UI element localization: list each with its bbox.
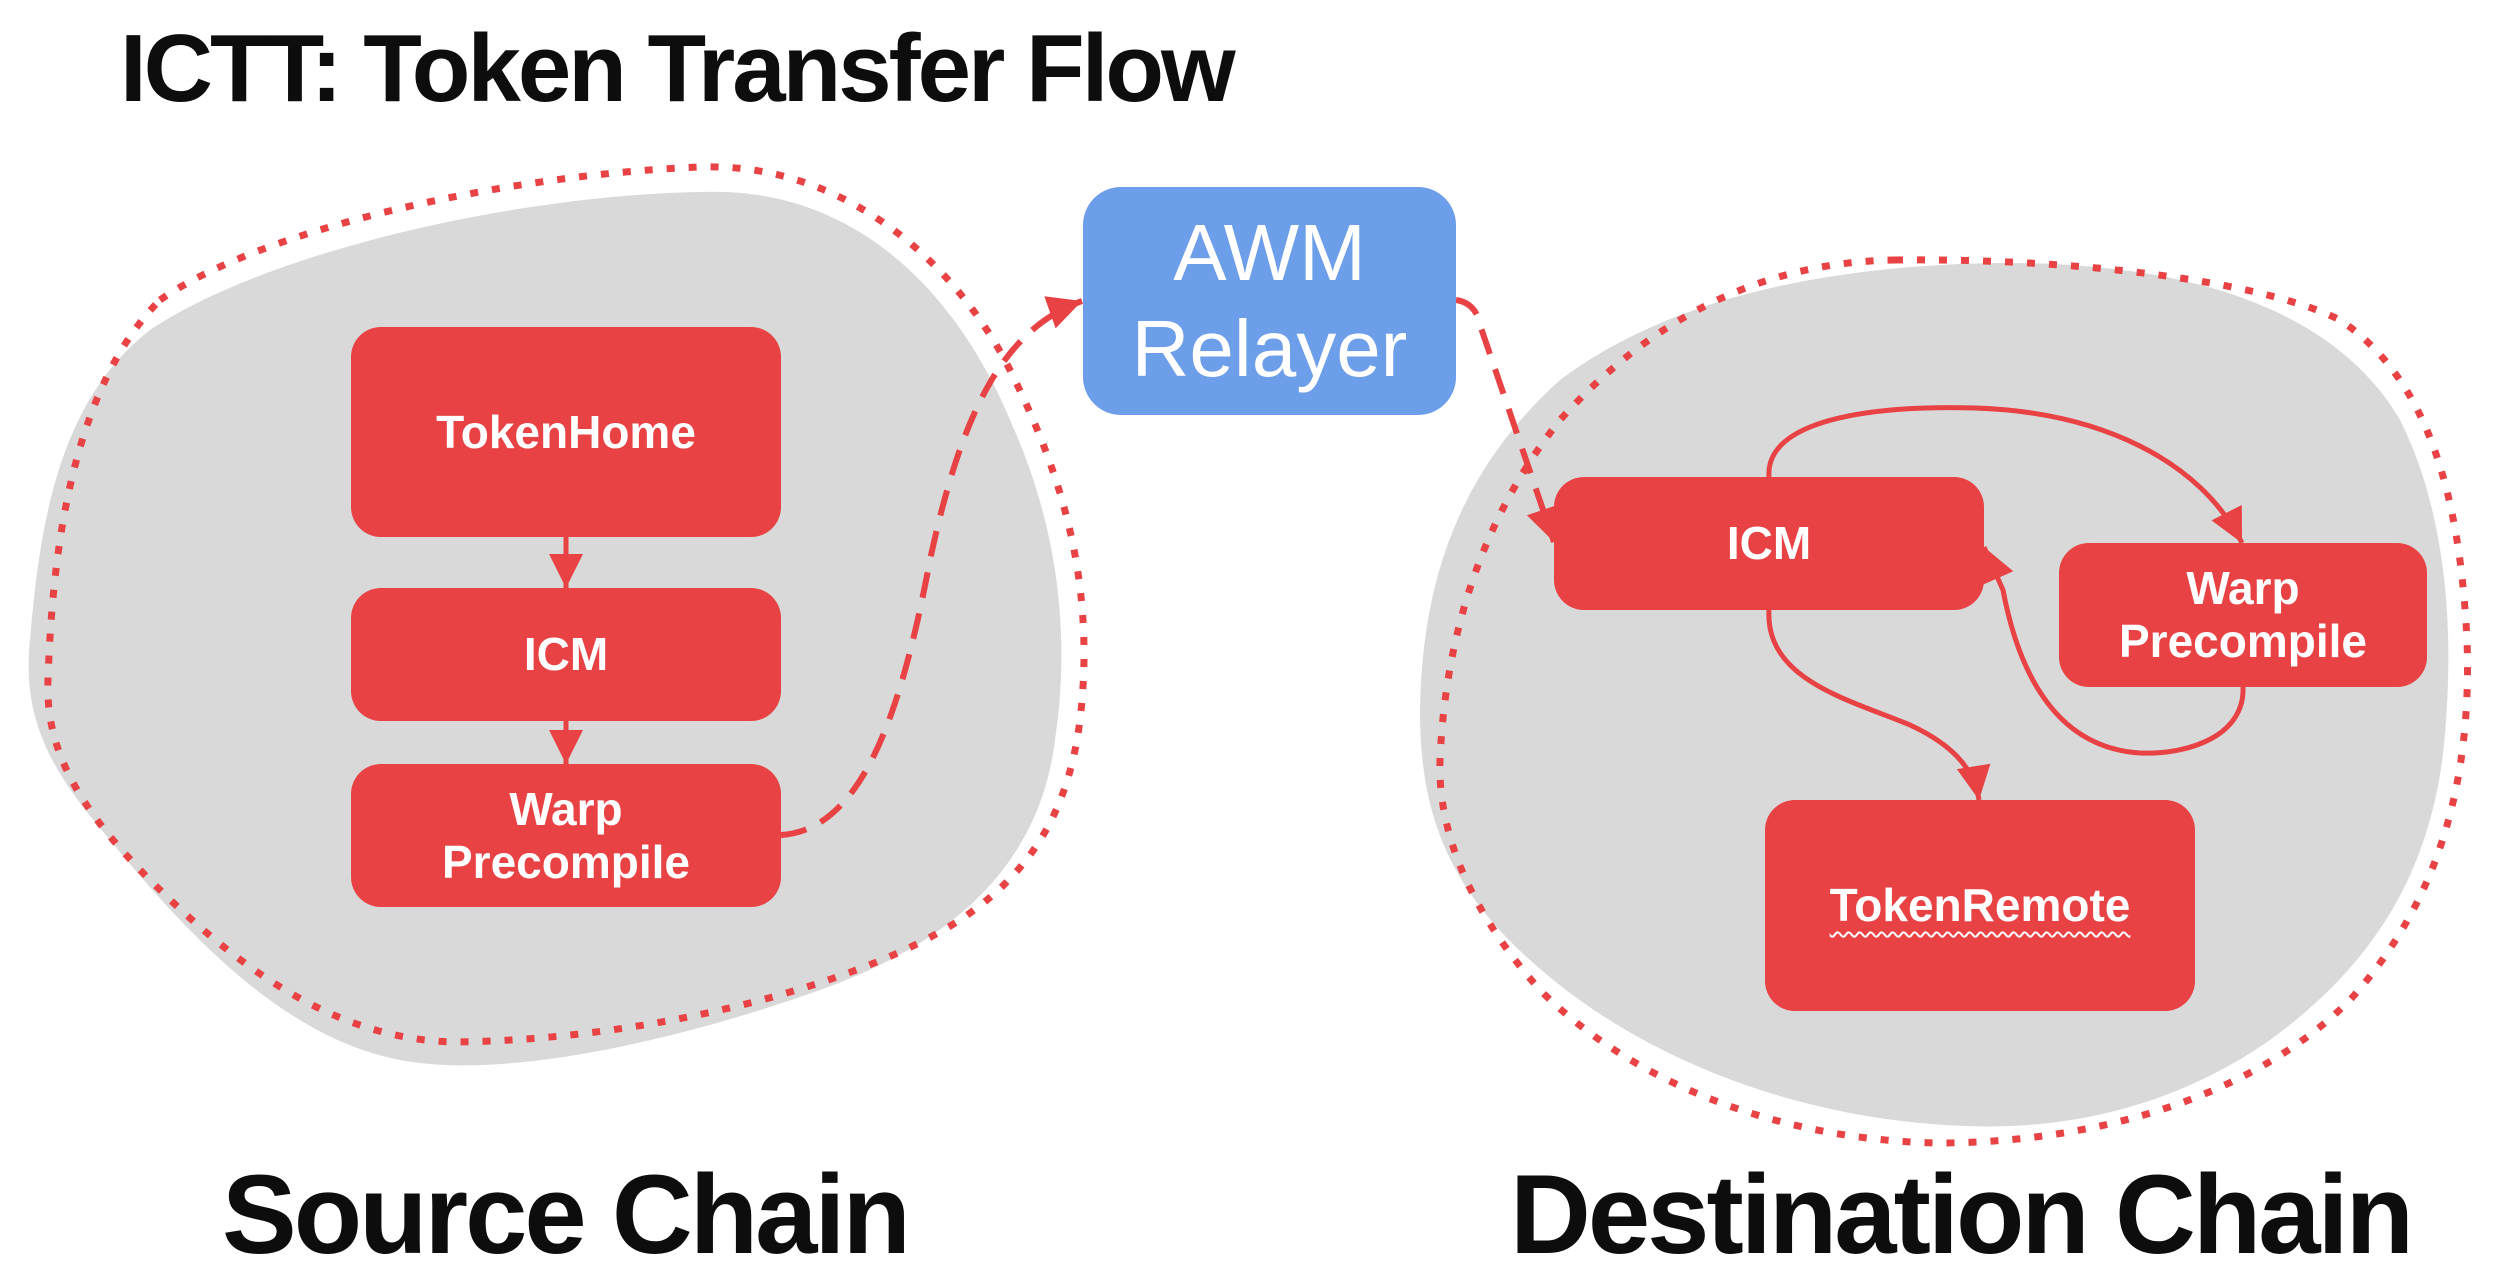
- destination-chain-outline: [1436, 256, 2471, 1147]
- source-warp-precompile-node: Warp Precompile: [351, 764, 781, 907]
- edge-destination-warp-to-icm: [1981, 545, 2246, 756]
- destination-tokenremote-node: TokenRemote: [1765, 800, 2195, 1011]
- relayer-label-line2: Relayer: [1131, 304, 1408, 393]
- source-chain-label: Source Chain: [222, 1152, 911, 1277]
- destination-tokenremote-label: TokenRemote: [1829, 879, 2131, 932]
- edge-relayer-to-destination-icm: [1455, 297, 1560, 543]
- edge-source-warp-to-relayer: [780, 296, 1084, 838]
- relayer-label-line1: AWM: [1173, 208, 1366, 297]
- source-icm-label: ICM: [523, 628, 609, 681]
- source-tokenhome-label: TokenHome: [436, 405, 696, 458]
- source-chain-outline: [44, 163, 1088, 1046]
- diagram-title: ICTT: Token Transfer Flow: [120, 15, 1236, 122]
- destination-warp-precompile-node: Warp Precompile: [2059, 543, 2427, 687]
- edge-destination-icm-to-tokenremote: [1766, 609, 1991, 801]
- destination-warp-label-line1: Warp: [2186, 562, 2300, 615]
- destination-icm-label: ICM: [1726, 517, 1812, 570]
- edge-destination-icm-to-warp: [1766, 405, 2245, 545]
- destination-icm-node: ICM: [1554, 477, 1984, 610]
- destination-chain-label: Destination Chain: [1510, 1152, 2414, 1277]
- source-icm-node: ICM: [351, 588, 781, 721]
- source-warp-label-line2: Precompile: [442, 835, 690, 888]
- awm-relayer-node: AWM Relayer: [1083, 187, 1456, 415]
- source-warp-label-line1: Warp: [509, 782, 623, 835]
- destination-warp-label-line2: Precompile: [2119, 615, 2367, 667]
- source-tokenhome-node: TokenHome: [351, 327, 781, 537]
